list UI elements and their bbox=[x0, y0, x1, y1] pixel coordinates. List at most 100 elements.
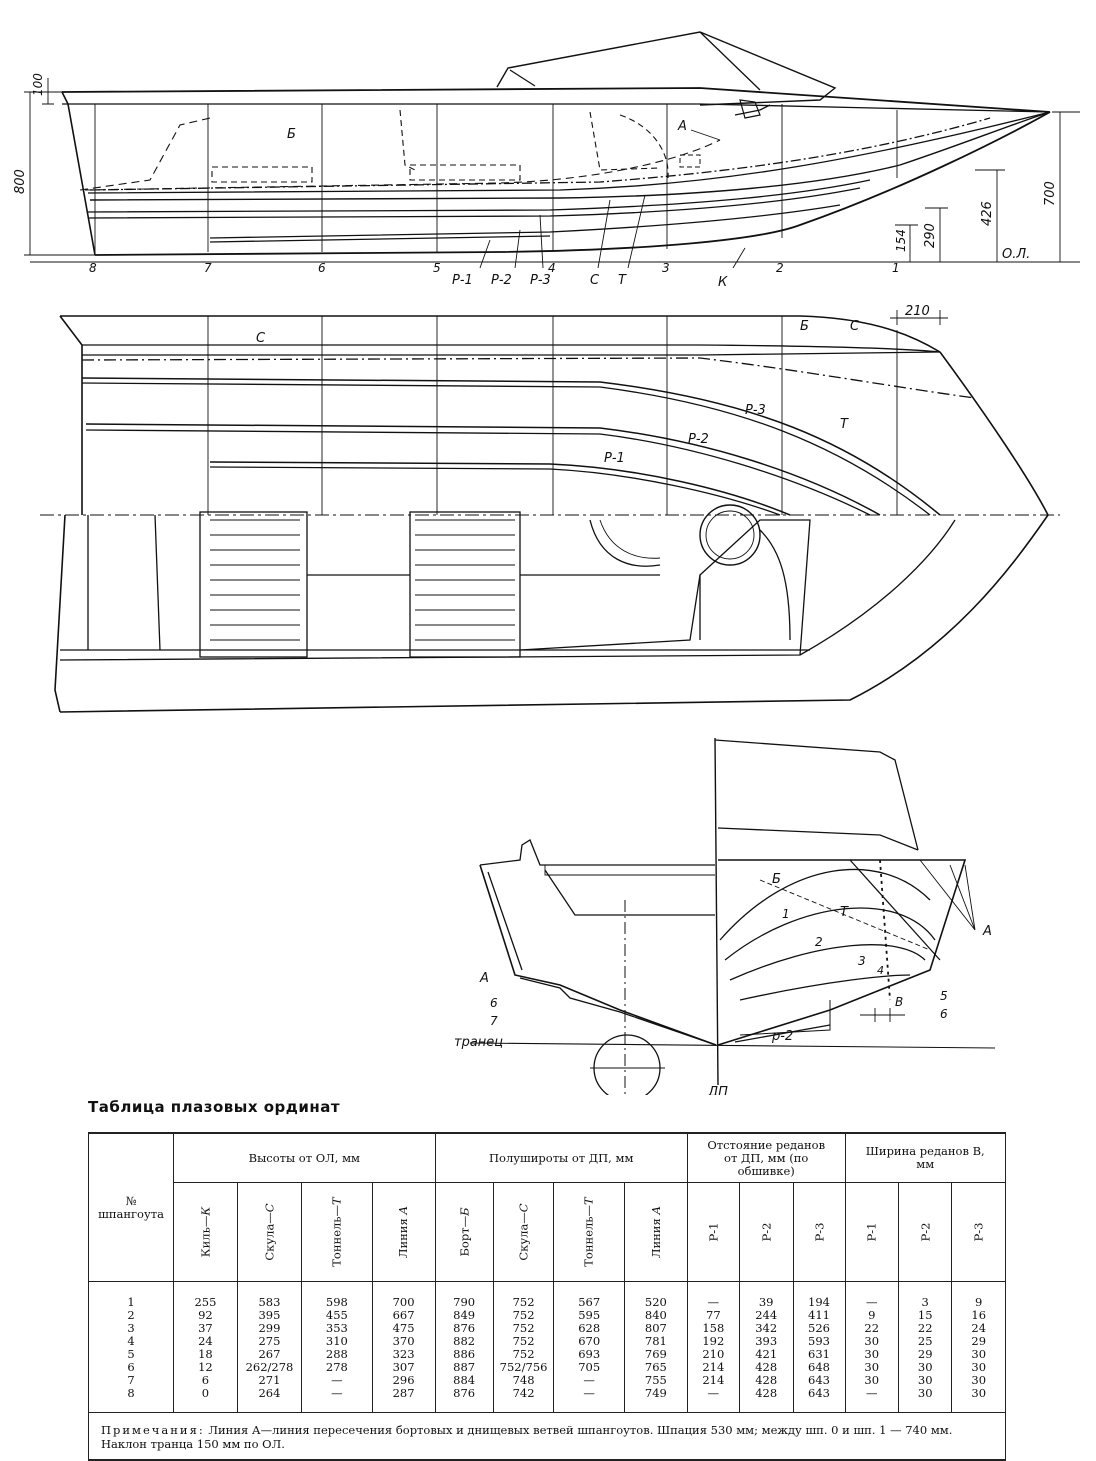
table-cell: — bbox=[844, 1281, 899, 1309]
col-line-a-height: Линия А bbox=[371, 1182, 436, 1282]
table-cell: 567 bbox=[553, 1281, 625, 1309]
table-cell: 643 bbox=[792, 1374, 846, 1387]
frame-label-4: 4 bbox=[548, 261, 556, 275]
table-cell: 39 bbox=[738, 1281, 794, 1309]
step-width-line2: мм bbox=[916, 1157, 935, 1171]
table-cell: 29 bbox=[951, 1335, 1006, 1348]
table-cell: 353 bbox=[301, 1322, 373, 1335]
body-label-7: 7 bbox=[490, 1014, 498, 1028]
frame-label-2: 2 bbox=[776, 261, 784, 275]
table-note-text: Линия А—линия пересечения бортовых и дни… bbox=[101, 1423, 953, 1451]
col-side-word: Борт— bbox=[457, 1215, 472, 1257]
table-cell: 255 bbox=[173, 1281, 238, 1309]
body-label-B: Б bbox=[772, 872, 781, 887]
table-cell: 752 bbox=[492, 1322, 555, 1335]
col-chine-height: Скула—С bbox=[236, 1182, 303, 1282]
table-cell: — bbox=[301, 1374, 373, 1387]
col-step-offset-r1: Р-1 bbox=[686, 1182, 740, 1282]
table-cell: — bbox=[553, 1387, 625, 1413]
col-step-width-r2: Р-2 bbox=[897, 1182, 953, 1282]
table-cell: 428 bbox=[738, 1387, 794, 1413]
table-cell: 30 bbox=[844, 1374, 899, 1387]
table-cell: 3 bbox=[897, 1281, 953, 1309]
body-label-6-left: 6 bbox=[490, 996, 498, 1010]
frame-number-cell: 2 bbox=[87, 1309, 175, 1322]
table-cell: 158 bbox=[686, 1322, 740, 1335]
plan-view bbox=[40, 310, 1060, 713]
table-cell: — bbox=[553, 1374, 625, 1387]
table-cell: 700 bbox=[371, 1281, 436, 1309]
baseline-label: О.Л. bbox=[1002, 247, 1030, 262]
col-chine-width: Скула—С bbox=[492, 1182, 555, 1282]
frame-label-6: 6 bbox=[318, 261, 326, 275]
col-step-offset-r1-label: Р-1 bbox=[706, 1222, 721, 1242]
step-offset-group-header: Отстояние реданов от ДП, мм (по обшивке) bbox=[686, 1132, 846, 1183]
table-cell: 0 bbox=[173, 1387, 238, 1413]
table-cell: 288 bbox=[301, 1348, 373, 1361]
table-cell: 275 bbox=[236, 1335, 303, 1348]
table-cell: 769 bbox=[623, 1348, 688, 1361]
frame-number-word: шпангоута bbox=[98, 1206, 164, 1221]
step-width-line1: Ширина реданов В, bbox=[865, 1144, 985, 1158]
plan-label-R2: Р-2 bbox=[688, 432, 709, 447]
plan-labels: 210 С Б С Т Р-3 Р-2 Р-1 bbox=[256, 304, 930, 466]
table-cell: — bbox=[301, 1387, 373, 1413]
table-cell: 765 bbox=[623, 1361, 688, 1374]
table-cell: 876 bbox=[434, 1387, 494, 1413]
body-label-2: 2 bbox=[815, 935, 823, 949]
line-label-A: А bbox=[677, 119, 687, 134]
col-side-letter: Б bbox=[457, 1207, 472, 1216]
col-tunnel-height-word: Тоннель— bbox=[329, 1204, 344, 1267]
table-cell: 643 bbox=[792, 1387, 846, 1413]
step-width-group-header: Ширина реданов В, мм bbox=[844, 1132, 1006, 1183]
table-cell: 30 bbox=[951, 1361, 1006, 1374]
col-step-offset-r3-label: Р-3 bbox=[812, 1222, 827, 1242]
profile-labels: 100 800 700 426 290 154 О.Л. 8 7 6 5 4 3… bbox=[13, 73, 1058, 290]
ordinates-table: № шпангоута Высоты от ОЛ, мм Полушироты … bbox=[87, 1132, 1006, 1461]
plan-label-B: Б bbox=[800, 319, 809, 334]
table-cell: 670 bbox=[553, 1335, 625, 1348]
table-cell: 781 bbox=[623, 1335, 688, 1348]
table-cell: — bbox=[686, 1281, 740, 1309]
table-cell: 421 bbox=[738, 1348, 794, 1361]
col-step-width-r3-label: Р-3 bbox=[971, 1222, 986, 1242]
col-line-a-width-word: Линия bbox=[648, 1214, 663, 1259]
table-cell: 278 bbox=[301, 1361, 373, 1374]
col-chine-width-word: Скула— bbox=[516, 1212, 531, 1261]
frame-number-cell: 1 bbox=[87, 1281, 175, 1309]
table-cell: 271 bbox=[236, 1374, 303, 1387]
step-offset-line3: обшивке) bbox=[737, 1163, 795, 1178]
table-cell: 887 bbox=[434, 1361, 494, 1374]
table-cell: 214 bbox=[686, 1374, 740, 1387]
col-keel: Киль—К bbox=[173, 1182, 238, 1282]
table-cell: 752 bbox=[492, 1309, 555, 1322]
table-cell: 323 bbox=[371, 1348, 436, 1361]
body-label-R2: р-2 bbox=[771, 1029, 793, 1044]
table-cell: 693 bbox=[553, 1348, 625, 1361]
dim-154: 154 bbox=[894, 229, 908, 252]
table-cell: 15 bbox=[897, 1309, 953, 1322]
table-cell: 752 bbox=[492, 1348, 555, 1361]
frame-number-symbol: № bbox=[125, 1193, 137, 1208]
body-plan-labels: Б Т А А 1 2 3 4 5 6 6 7 В р-2 транец ДП bbox=[454, 872, 992, 1095]
plan-dim-210: 210 bbox=[905, 304, 930, 319]
table-cell: 648 bbox=[792, 1361, 846, 1374]
table-cell: 752 bbox=[492, 1281, 555, 1309]
table-cell: 631 bbox=[792, 1348, 846, 1361]
frame-label-5: 5 bbox=[433, 261, 441, 275]
body-label-6-right: 6 bbox=[940, 1007, 948, 1021]
table-note-title: Примечания: bbox=[101, 1423, 205, 1437]
table-cell: 667 bbox=[371, 1309, 436, 1322]
frame-number-cell: 5 bbox=[87, 1348, 175, 1361]
body-label-T: Т bbox=[840, 905, 849, 920]
halfbreadths-group-header: Полушироты от ДП, мм bbox=[434, 1132, 688, 1183]
col-keel-letter: К bbox=[198, 1206, 213, 1216]
table-cell: 749 bbox=[623, 1387, 688, 1413]
table-cell: 77 bbox=[686, 1309, 740, 1322]
table-cell: 214 bbox=[686, 1361, 740, 1374]
body-label-1: 1 bbox=[782, 907, 790, 921]
